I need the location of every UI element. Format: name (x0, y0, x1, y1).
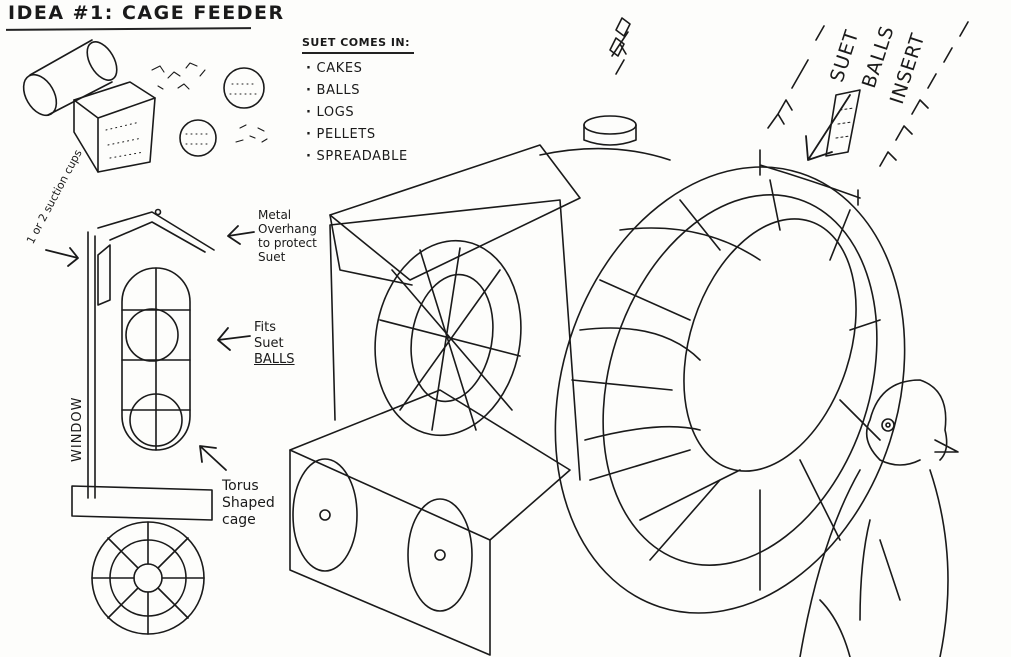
overhang-line: to protect (258, 236, 317, 250)
suet-balls-drawing (179, 67, 265, 157)
torus-cage (554, 21, 969, 614)
suet-type-item: BALLS (306, 80, 408, 102)
torus-line: Shaped (222, 495, 275, 511)
window-label: WINDOW (70, 396, 85, 462)
overhang-line: Metal (258, 208, 292, 222)
suet-type-item: CAKES (306, 58, 408, 80)
overhang-line: Suet (258, 250, 286, 264)
overhang-line: Overhang (258, 222, 317, 236)
suet-type-item: PELLETS (306, 124, 408, 146)
torus-note: Torus Shaped cage (222, 478, 275, 529)
suet-types-heading: SUET COMES IN: (302, 36, 411, 49)
front-view-feeder (289, 17, 671, 656)
fits-suet-balls-note: Fits Suet BALLS (254, 320, 295, 368)
fits-line: Suet (254, 336, 284, 351)
insert-arrow-block (825, 89, 861, 157)
suet-type-item: SPREADABLE (306, 146, 408, 168)
bird-drawing (799, 379, 959, 657)
overhang-note: Metal Overhang to protect Suet (258, 208, 317, 264)
suet-pellets-drawing (151, 62, 268, 143)
suet-type-item: LOGS (306, 102, 408, 124)
page-title: IDEA #1: CAGE FEEDER (8, 2, 285, 24)
torus-line: cage (222, 512, 256, 528)
annotation-arrows (45, 94, 851, 471)
suet-types-list: CAKES BALLS LOGS PELLETS SPREADABLE (306, 58, 408, 168)
suet-cake-drawing (73, 81, 156, 173)
suet-log-drawing (22, 39, 118, 117)
side-view-feeder (71, 208, 215, 635)
torus-line: Torus (222, 478, 259, 494)
suet-heading-underline (302, 52, 414, 54)
fits-line: Fits (254, 320, 277, 335)
fits-line: BALLS (254, 352, 295, 367)
